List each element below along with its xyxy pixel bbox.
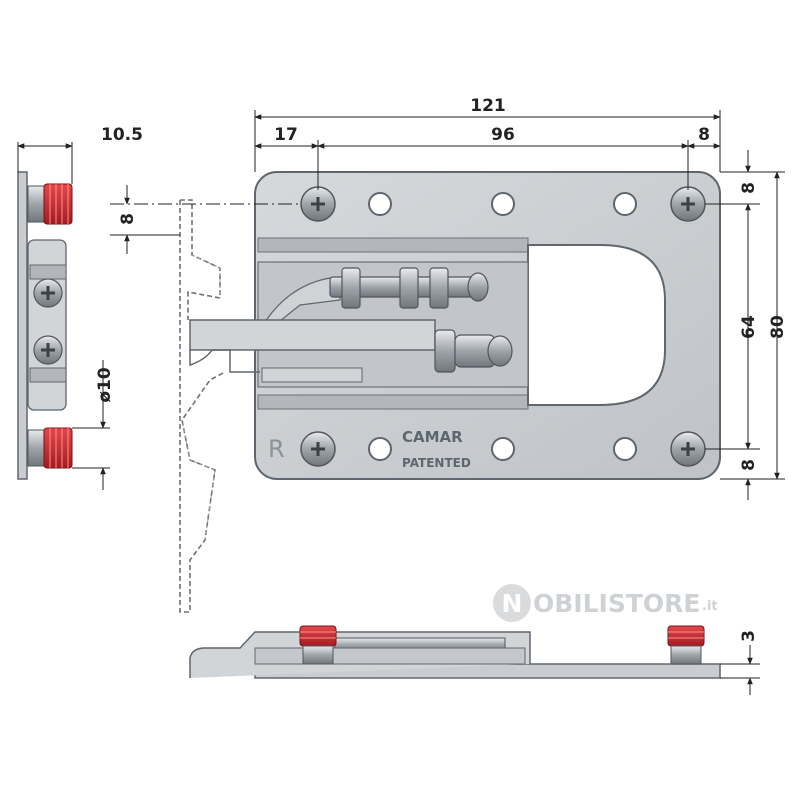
side-marking: R (268, 435, 285, 463)
bottom-view (189, 631, 721, 679)
brand-marking: CAMAR (402, 428, 463, 446)
mounting-holes (368, 192, 637, 461)
watermark-text: OBILISTORE (533, 589, 700, 618)
dim-edge-bottom: 8 (739, 459, 759, 471)
dim-edge-top: 8 (739, 182, 759, 194)
door-profile-outline (179, 199, 226, 613)
watermark-logo: N OBILISTORE .it (493, 584, 718, 622)
dim-side-depth: 10.5 (101, 125, 143, 145)
screw-top-left (300, 186, 336, 222)
screw-bottom-left (300, 431, 336, 467)
bottom-connector-right (667, 625, 705, 665)
bottom-connector-left (299, 625, 337, 665)
screw-top-right (670, 186, 706, 222)
side-connector-top (27, 183, 73, 225)
dim-overall-height: 80 (768, 315, 788, 339)
side-view (17, 171, 67, 480)
adjustment-mechanism (189, 267, 513, 383)
dim-plate-thickness: 3 (739, 630, 759, 642)
watermark-letter: N (502, 589, 523, 618)
dim-hole-vertical-spacing: 64 (739, 315, 759, 339)
dim-hole-offset-left: 17 (274, 125, 298, 145)
watermark-suffix: .it (702, 599, 718, 614)
screw-bottom-right (670, 431, 706, 467)
side-connector-bottom (27, 427, 73, 469)
dim-hole-spacing: 96 (491, 125, 515, 145)
dim-connector-diameter: ø10 (95, 367, 115, 403)
patented-marking: PATENTED (402, 456, 471, 470)
dim-overall-width: 121 (470, 96, 506, 116)
dimension-lines (17, 110, 785, 695)
dim-edge-right: 8 (698, 125, 710, 145)
dim-hole-offset-top: 8 (118, 213, 138, 225)
